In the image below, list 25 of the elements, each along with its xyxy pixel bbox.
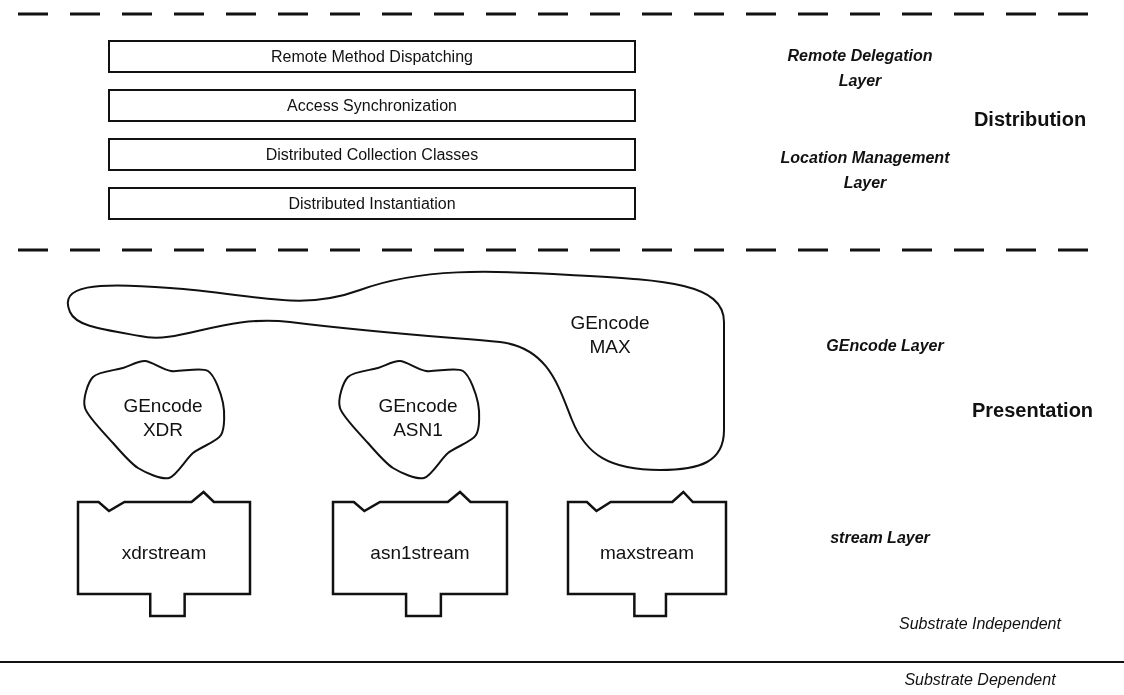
layer-label: Location Management Layer: [779, 148, 951, 193]
node-label: maxstream: [599, 541, 695, 566]
layer-label: Remote Delegation Layer: [786, 46, 934, 91]
node-label: GEncode MAX: [569, 311, 651, 359]
node-label: xdrstream: [120, 541, 208, 566]
layer-label: GEncode Layer: [825, 336, 946, 356]
section-label: Distribution: [972, 107, 1088, 132]
node-label: Access Synchronization: [286, 95, 458, 116]
layer-box: [108, 187, 636, 220]
stream-shape: [566, 488, 728, 618]
stream-shape: [76, 488, 252, 618]
layer-box: [108, 89, 636, 122]
node-label: GEncode XDR: [122, 394, 204, 442]
substrate-label: Substrate Dependent: [903, 670, 1057, 690]
layer-box: [108, 40, 636, 73]
node-label: GEncode ASN1: [377, 394, 459, 442]
section-label: Presentation: [970, 398, 1095, 423]
layer-label: stream Layer: [829, 528, 932, 548]
node-label: asn1stream: [369, 541, 471, 566]
node-label: Distributed Instantiation: [287, 193, 457, 214]
node-label: Distributed Collection Classes: [264, 144, 480, 165]
layer-box: [108, 138, 636, 171]
substrate-label: Substrate Independent: [898, 614, 1063, 634]
node-label: Remote Method Dispatching: [270, 46, 474, 67]
stream-shape: [331, 488, 509, 618]
